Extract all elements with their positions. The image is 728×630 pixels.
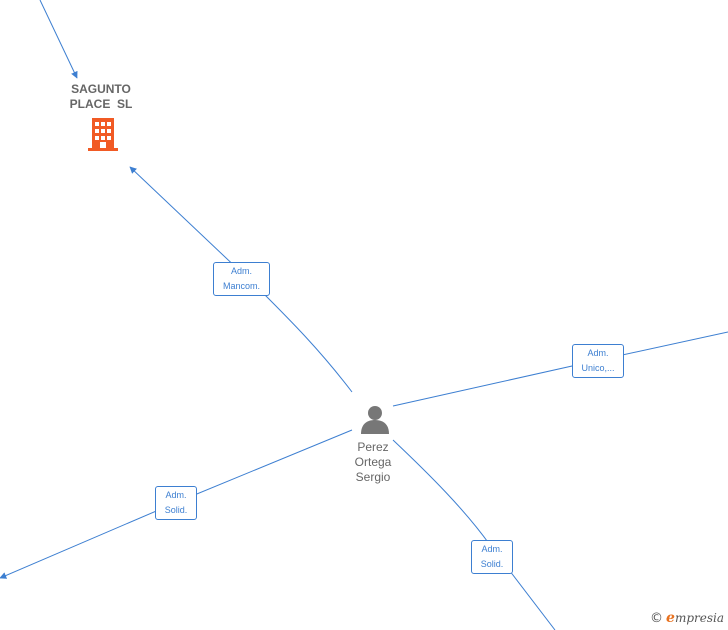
brand-initial: e — [666, 610, 675, 626]
edge-label-solid-bottom[interactable]: Adm. Solid. — [471, 540, 513, 574]
edge-label-unico[interactable]: Adm. Unico,... — [572, 344, 624, 378]
company-node-label[interactable]: SAGUNTO PLACE SL — [56, 82, 146, 112]
copyright-icon: © — [650, 611, 664, 626]
edge-line-solid-bottom — [392, 439, 556, 630]
person-name-line2: Ortega — [354, 455, 392, 469]
person-node-label[interactable]: Perez Ortega Sergio — [335, 440, 411, 485]
edge-label-line1: Adm. — [587, 348, 609, 358]
edge-label-line2: Mancom. — [222, 281, 260, 291]
edge-label-line1: Adm. — [481, 544, 503, 554]
empresia-watermark: ©empresia — [650, 610, 724, 626]
edge-label-solid-left[interactable]: Adm. Solid. — [155, 486, 197, 520]
edge-label-line1: Adm. — [165, 490, 187, 500]
edge-label-line1: Adm. — [230, 266, 252, 276]
edge-line-unico — [392, 331, 728, 407]
brand-rest: mpresia — [674, 611, 724, 625]
edge-label-mancom[interactable]: Adm. Mancom. — [213, 262, 270, 296]
person-icon[interactable] — [361, 406, 389, 434]
building-icon[interactable] — [88, 118, 118, 151]
company-name-line1: SAGUNTO — [71, 82, 131, 96]
edge-label-line2: Solid. — [164, 505, 188, 515]
edge-line-incoming-top — [39, 0, 78, 79]
person-name-line1: Perez — [357, 440, 389, 454]
person-name-line3: Sergio — [355, 470, 391, 484]
edge-label-line2: Solid. — [480, 559, 504, 569]
edge-label-line2: Unico,... — [581, 363, 615, 373]
company-name-line2: PLACE SL — [69, 97, 133, 111]
